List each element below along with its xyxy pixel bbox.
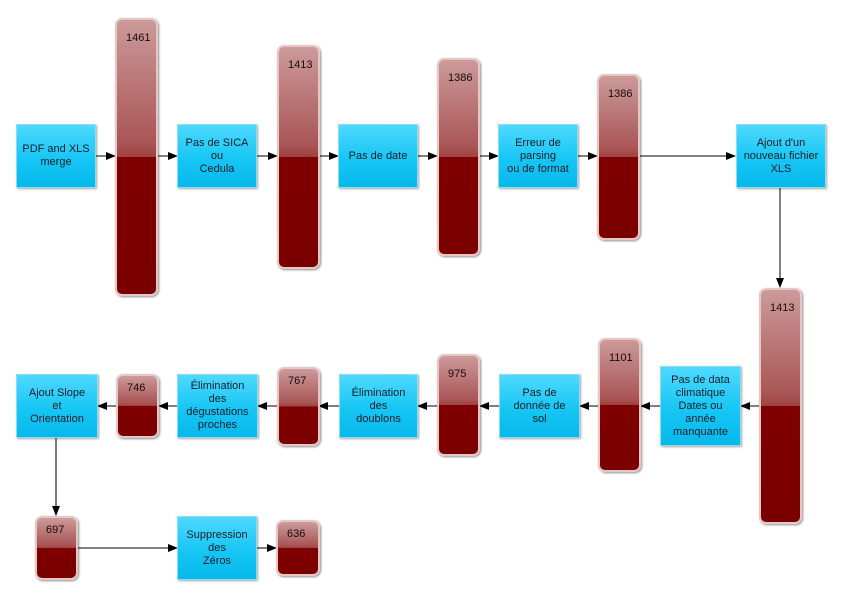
step-ajout-slope: Ajout Slope et Orientation	[16, 374, 98, 438]
count-bar-1101: 1101	[598, 338, 641, 472]
count-bar-636: 636	[276, 520, 320, 576]
step-pdf-xls-merge: PDF and XLS merge	[16, 124, 96, 188]
count-label: 1101	[609, 352, 633, 364]
count-label: 697	[46, 524, 65, 536]
count-label: 1461	[126, 32, 151, 44]
step-erreur-parsing: Erreur de parsing ou de format	[498, 124, 578, 188]
count-label: 767	[288, 375, 307, 387]
count-label: 1413	[288, 59, 313, 71]
step-elimination-degustations: Élimination des dégustations proches	[177, 374, 258, 438]
count-bar-1386-b: 1386	[597, 74, 640, 240]
step-pas-de-sica: Pas de SICA ou Cedula	[177, 124, 257, 188]
count-label: 1386	[608, 88, 633, 100]
count-bar-697: 697	[35, 516, 78, 580]
step-pas-de-date: Pas de date	[338, 124, 418, 188]
count-label: 636	[287, 528, 306, 540]
count-bar-1413-b: 1413	[759, 288, 802, 524]
count-label: 975	[448, 368, 467, 380]
count-label: 1386	[448, 72, 473, 84]
count-bar-975: 975	[437, 354, 480, 456]
count-label: 746	[127, 382, 146, 394]
step-elimination-doublons: Élimination des doublons	[339, 374, 418, 438]
count-bar-767: 767	[277, 367, 320, 446]
count-bar-746: 746	[116, 374, 159, 438]
step-ajout-xls: Ajout d'un nouveau fichier XLS	[736, 124, 826, 188]
count-bar-1461: 1461	[115, 18, 158, 296]
step-pas-data-climatique: Pas de data climatique Dates ou année ma…	[660, 366, 741, 446]
step-suppression-zeros: Suppression des Zéros	[177, 516, 257, 580]
count-bar-1386-a: 1386	[437, 58, 480, 256]
step-pas-donnee-sol: Pas de donnée de sol	[499, 374, 580, 438]
count-bar-1413-a: 1413	[277, 45, 320, 269]
count-label: 1413	[770, 302, 795, 314]
